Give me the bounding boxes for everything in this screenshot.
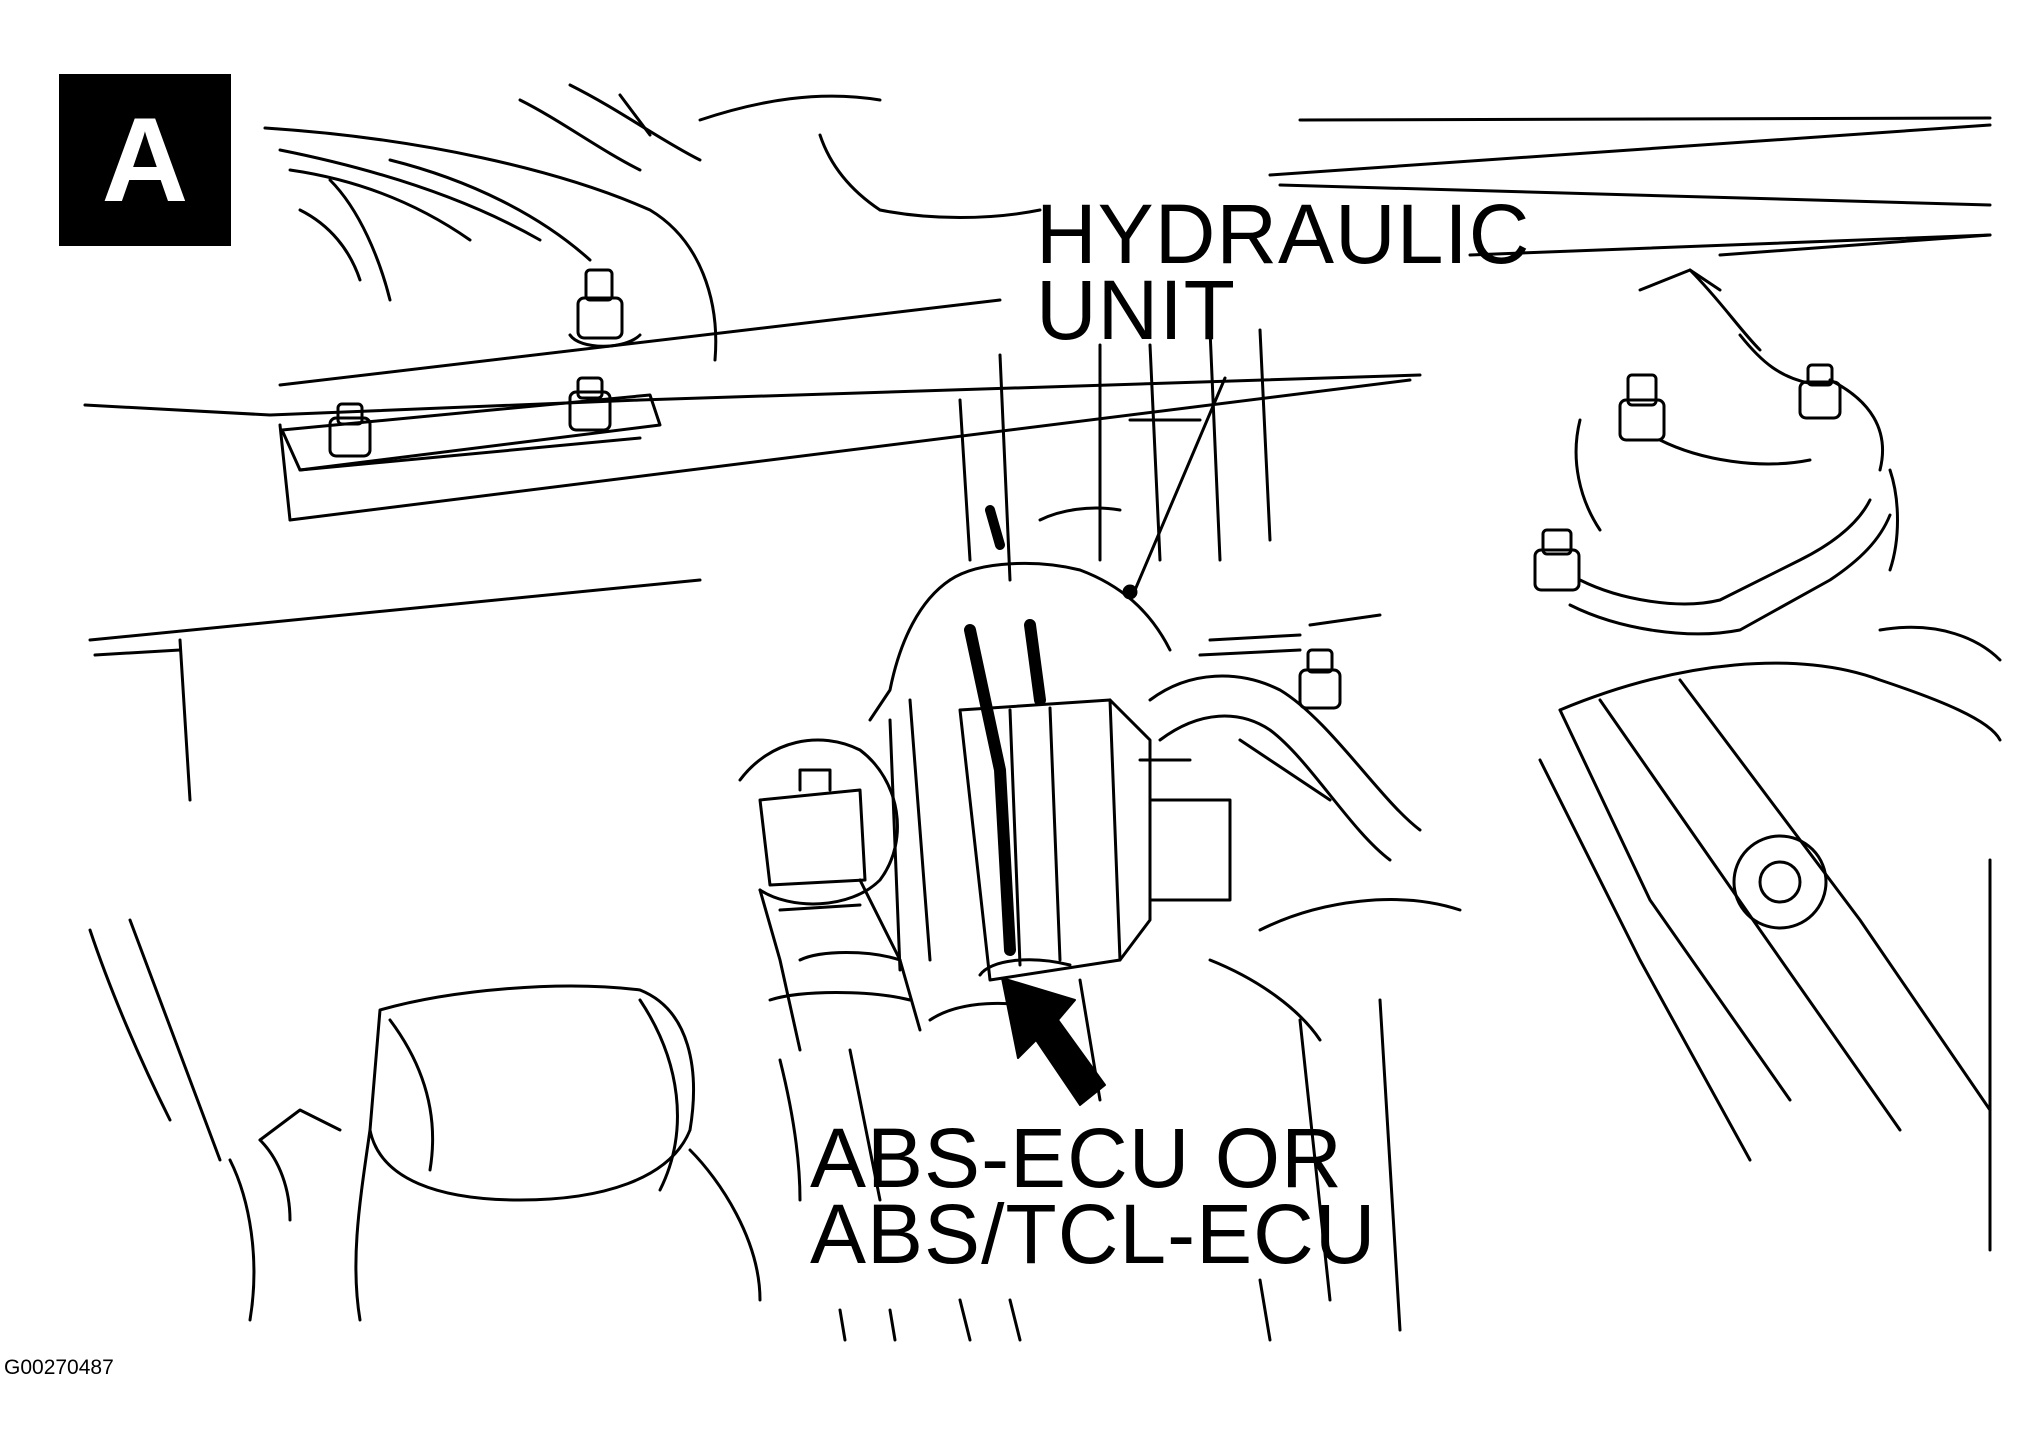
fluid-reservoir [368, 984, 695, 1202]
hydraulic-unit-callout: HYDRAULIC UNIT [1036, 187, 1531, 357]
ecu-body [958, 698, 1122, 982]
brace-plate [280, 393, 662, 472]
panel-letter-badge: A [59, 74, 231, 246]
ecu-callout: ABS-ECU OR ABS/TCL-ECU [810, 1111, 1377, 1281]
brake-line-hose [1148, 674, 1422, 832]
ecu-label-line1: ABS-ECU OR [810, 1111, 1343, 1205]
hydraulic-unit-leader [1133, 376, 1227, 592]
cam-cover [1558, 661, 2002, 742]
bolt-group-right [1298, 363, 1842, 710]
strut-tower-outline [263, 126, 718, 362]
hydraulic-unit-label-line1: HYDRAULIC [1036, 187, 1531, 281]
hydraulic-unit-housing [948, 561, 1172, 652]
strut-brace-bar [83, 373, 1422, 417]
oil-filler-cap [1732, 834, 1828, 930]
hydraulic-unit-label-line2: UNIT [1036, 263, 1236, 357]
ecu-label-line2: ABS/TCL-ECU [810, 1187, 1377, 1281]
bolt-group-left [328, 268, 642, 458]
hose-connector [738, 738, 899, 906]
panel-letter: A [101, 93, 189, 227]
ecu-arrow [1001, 977, 1106, 1106]
figure-code: G00270487 [4, 1356, 114, 1379]
